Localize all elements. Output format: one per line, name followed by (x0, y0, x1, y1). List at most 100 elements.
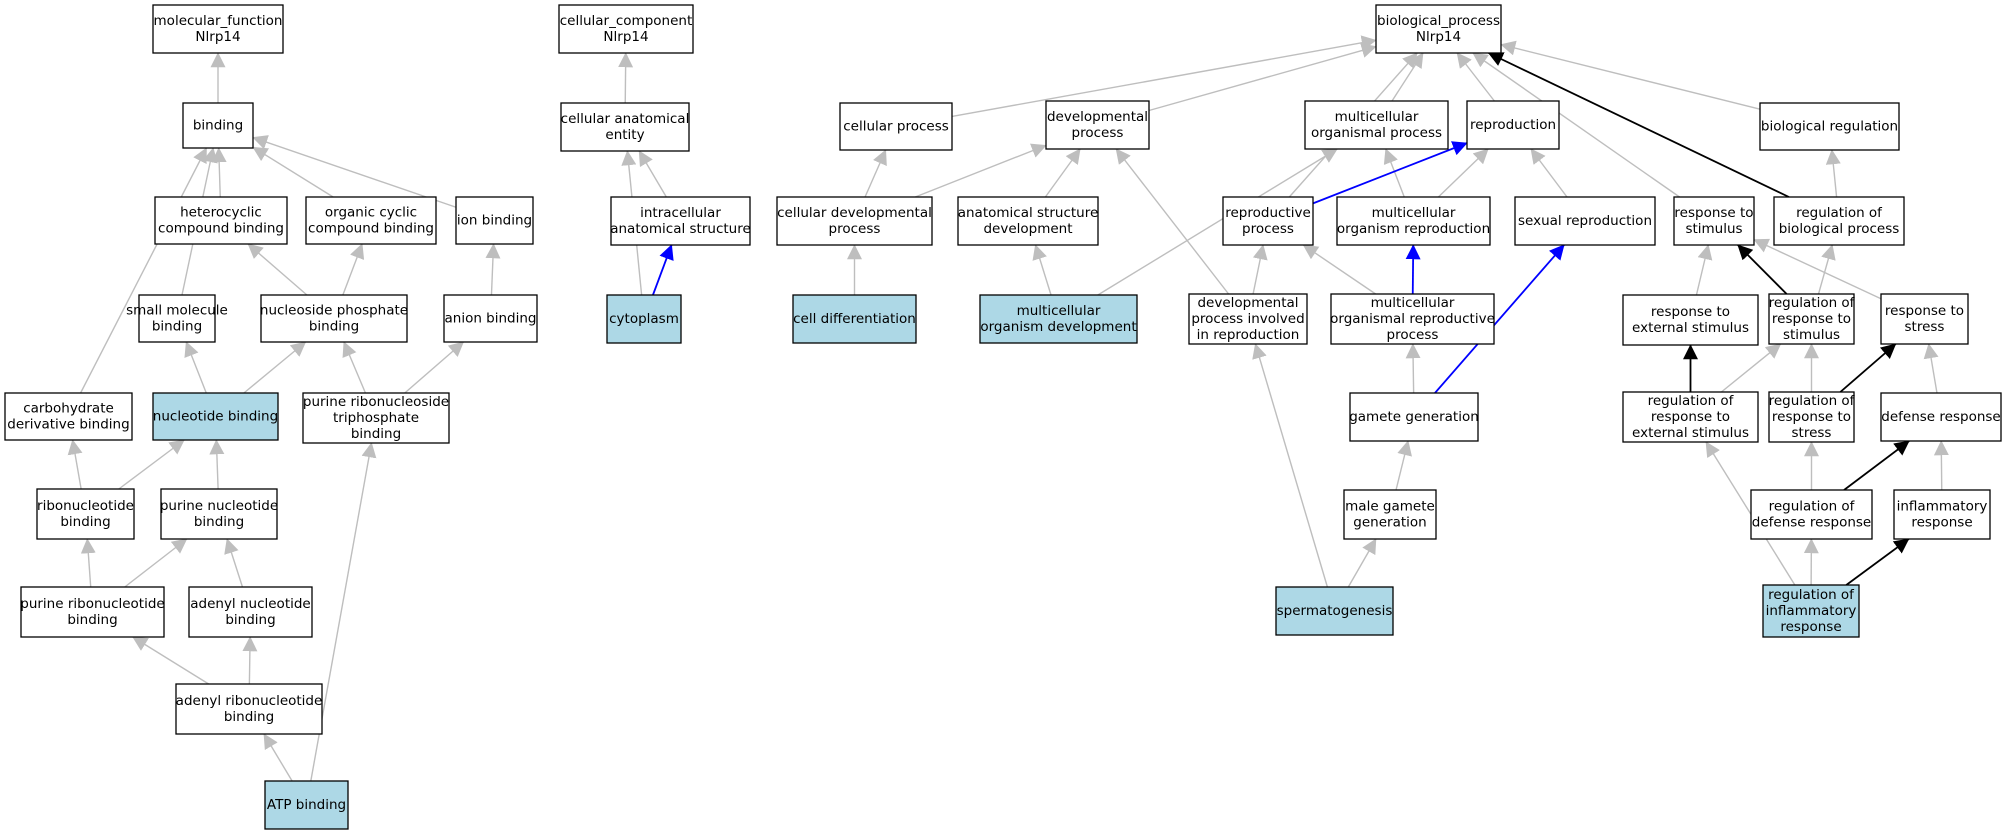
node-box (610, 196, 751, 246)
node-label-line: entity (605, 127, 644, 143)
node-label-line: anatomical structure (610, 221, 751, 237)
node-box (606, 294, 682, 344)
go-term-node-reproduction[interactable]: reproduction (1466, 100, 1560, 150)
node-box (154, 196, 288, 245)
go-term-node-gamete-generation[interactable]: gamete generation (1349, 392, 1479, 442)
go-term-node-cytoplasm[interactable]: cytoplasm (606, 294, 682, 344)
edge-heterocyclic-binding-to-binding (211, 147, 227, 198)
node-label-line: multicellular (1371, 295, 1455, 311)
go-term-node-defense-response[interactable]: defense response (1880, 392, 2002, 442)
node-label-line: response (1911, 515, 1972, 531)
node-box (264, 780, 349, 830)
edge-reproduction-to-bp-root (1456, 52, 1495, 102)
node-label-line: spermatogenesis (1277, 603, 1393, 619)
node-label-line: developmental (1047, 109, 1148, 125)
go-term-node-binding[interactable]: binding (182, 102, 254, 149)
node-box (1375, 4, 1502, 54)
node-box (957, 196, 1099, 246)
node-label-line: triphosphate (333, 410, 419, 426)
node-label-line: inflammatory (1766, 603, 1857, 619)
node-label-line: organic cyclic (325, 205, 417, 221)
node-label-line: response to (1651, 304, 1730, 320)
go-term-node-biological-regulation[interactable]: biological regulation (1759, 102, 1900, 151)
go-term-node-nucleotide-binding[interactable]: nucleotide binding (152, 392, 279, 441)
node-label-line: regulation of (1769, 499, 1856, 515)
edge-purine-ribonucleotide-binding-to-ribonucleotide-binding (80, 538, 96, 588)
edge-reproductive-process-to-reproduction (1312, 141, 1468, 205)
edge-cellular-process-to-bp-root (951, 35, 1377, 118)
go-term-node-atp-binding[interactable]: ATP binding (264, 780, 349, 830)
node-label-line: stimulus (1783, 327, 1840, 343)
node-label-line: male gamete (1345, 499, 1435, 515)
go-term-node-cell-differentiation[interactable]: cell differentiation (792, 294, 917, 344)
go-term-node-sexual-reproduction[interactable]: sexual reproduction (1514, 196, 1656, 246)
node-label-line: response to (1651, 409, 1730, 425)
edge-male-gamete-generation-to-gamete-generation (1395, 440, 1412, 491)
go-term-node-ion-binding[interactable]: ion binding (455, 196, 534, 245)
edge-multicellular-organism-development-to-multicellular-organismal-process (1097, 148, 1338, 296)
node-label-line: heterocyclic (180, 205, 262, 221)
edge-defense-response-to-response-to-stress (1923, 343, 1939, 394)
node-box (1880, 392, 2002, 442)
node-label-line: organism reproduction (1337, 221, 1490, 237)
node-box (1330, 293, 1495, 345)
go-term-node-anion-binding[interactable]: anion binding (443, 294, 538, 343)
node-label-line: reproduction (1470, 117, 1556, 133)
node-box (792, 294, 917, 344)
node-label-line: external stimulus (1632, 320, 1749, 336)
node-label-line: developmental (1197, 295, 1298, 311)
node-label-line: stress (1792, 425, 1832, 441)
edge-response-to-external-stimulus-to-response-to-stimulus (1695, 244, 1713, 296)
node-label-line: response to (1885, 303, 1964, 319)
node-box (152, 4, 284, 54)
edge-multicellular-organism-reproduction-to-multicellular-organismal-process (1383, 148, 1405, 198)
node-label-line: biological_process (1377, 13, 1500, 29)
node-label-line: cellular process (843, 119, 949, 135)
go-term-node-spermatogenesis[interactable]: spermatogenesis (1275, 586, 1394, 636)
edge-purine-ribonucleotide-binding-to-purine-nucleotide-binding (124, 538, 188, 588)
edge-ribonucleotide-binding-to-nucleotide-binding (118, 439, 185, 490)
node-box (1880, 293, 1969, 345)
node-label-line: response to (1772, 311, 1851, 327)
edge-purine-ribonucleoside-triphosphate-binding-to-anion-binding (404, 341, 465, 394)
node-label-line: biological regulation (1761, 119, 1898, 135)
edge-sexual-reproduction-to-reproduction (1530, 148, 1568, 198)
go-term-node-cellular-process[interactable]: cellular process (839, 102, 953, 151)
